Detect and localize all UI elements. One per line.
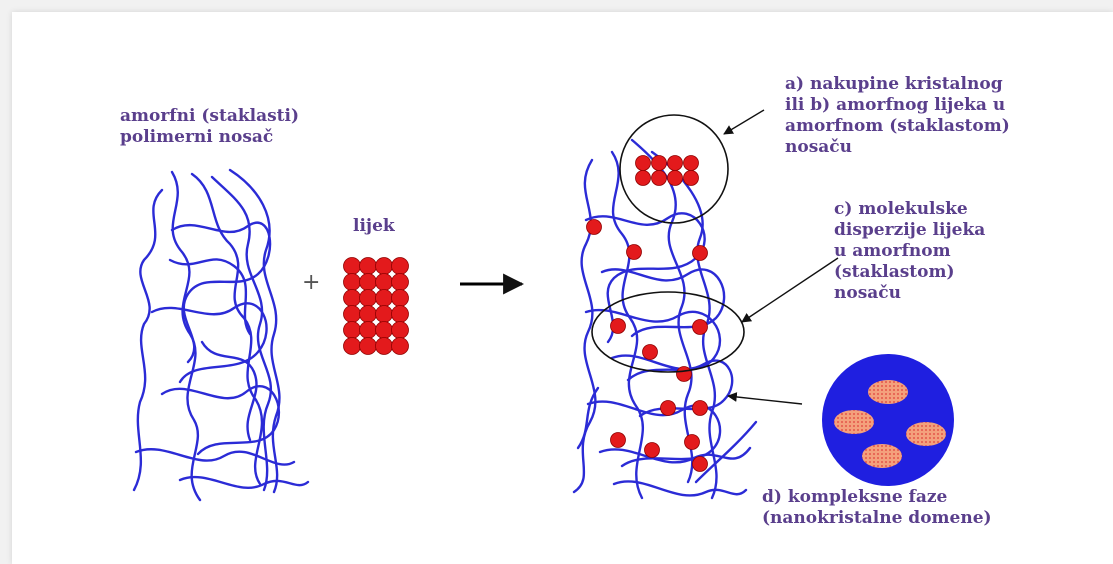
dispersion-polymer-chains <box>572 138 758 500</box>
pointer-arrow-c <box>741 257 839 323</box>
dispersed-drug-molecules <box>586 219 708 472</box>
label-c: c) molekulske disperzije lijeka u amorfn… <box>834 199 986 303</box>
nanocrystal-domain <box>822 354 954 486</box>
drug-cluster <box>635 155 699 186</box>
drug-crystal-grid <box>343 257 409 355</box>
dispersion-highlight-ellipse <box>591 291 745 373</box>
cluster-highlight-circle <box>619 114 729 224</box>
figure-frame: amorfni (staklasti) polimerni nosač lije… <box>12 12 1113 564</box>
drug-label: lijek <box>353 216 395 236</box>
polymer-carrier-chains <box>132 168 310 502</box>
label-d: d) kompleksne faze (nanokristalne domene… <box>762 487 992 528</box>
dispersion-diagram <box>132 109 954 502</box>
carrier-label: amorfni (staklasti) polimerni nosač <box>120 106 300 147</box>
plus-sign: + <box>302 270 321 295</box>
pointer-arrow-d <box>727 392 803 405</box>
label-a-b: a) nakupine kristalnog ili b) amorfnog l… <box>785 74 1010 157</box>
pointer-arrow-a <box>723 109 765 135</box>
